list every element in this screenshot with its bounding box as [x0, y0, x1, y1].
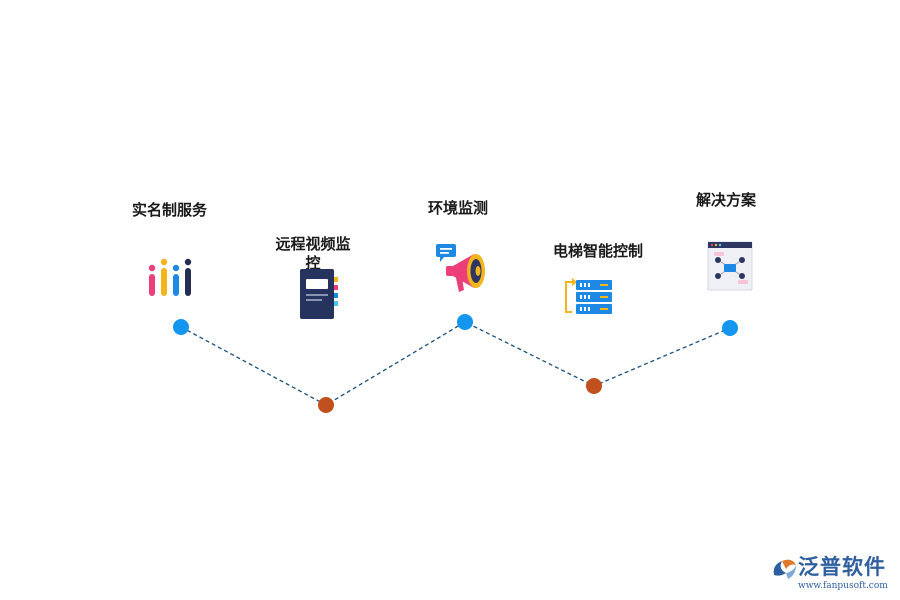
node-label-remote-video-monitoring: 远程视频监控: [275, 235, 351, 272]
server-icon: [565, 278, 612, 314]
bar-chart-icon: [148, 258, 192, 296]
brand-name: 泛普软件: [798, 555, 886, 579]
brand-url: www.fanpusoft.com: [798, 581, 888, 591]
connector-line: [180, 321, 731, 406]
marker-junction-2: [586, 378, 602, 394]
fanpu-logo-icon: [773, 559, 796, 579]
node-label-environment-monitoring: 环境监测: [428, 199, 489, 217]
marker-node-5: [722, 320, 738, 336]
marker-node-3: [457, 314, 473, 330]
brand-watermark: 泛普软件 www.fanpusoft.com: [770, 553, 894, 595]
flowchart-icon: [707, 241, 753, 291]
marker-node-1: [173, 319, 189, 335]
notebook-icon: [300, 269, 338, 319]
megaphone-icon: [436, 244, 485, 292]
node-label-solution: 解决方案: [696, 191, 757, 209]
marker-junction-1: [318, 397, 334, 413]
node-label-real-name-service: 实名制服务: [132, 201, 208, 219]
node-label-elevator-control: 电梯智能控制: [553, 242, 644, 260]
